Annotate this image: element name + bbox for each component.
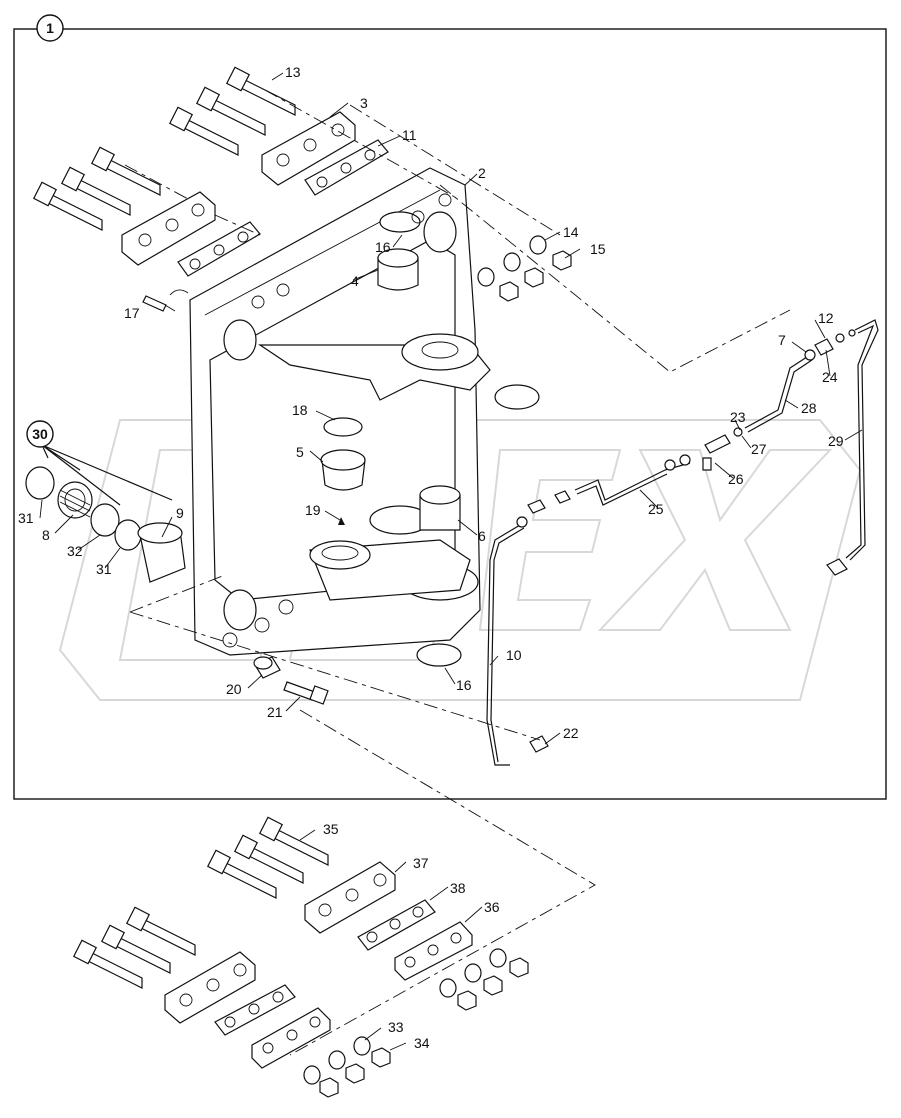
callout-31a: 31 [18,510,34,526]
callout-14: 14 [563,224,579,240]
callout-25: 25 [648,501,664,517]
callout-11: 11 [402,127,417,143]
callout-26: 26 [728,471,744,487]
shim-11 [304,139,389,196]
bolt-set-lower-left [72,906,196,989]
callout-19: 19 [305,502,321,518]
callout-leaders [39,72,863,1051]
bolt-set-13 [168,66,296,156]
group-badge-label: 30 [32,426,48,442]
callout-4: 4 [351,273,359,289]
plate-left [121,191,216,266]
bolt-set-left [32,146,161,231]
callout-8: 8 [42,527,50,543]
callout-7: 7 [778,332,786,348]
callout-32: 32 [67,543,83,559]
assembly-badge [36,14,64,42]
hydraulic-line-10 [486,524,525,766]
plate-36 [394,921,473,981]
callout-16a: 16 [375,239,391,255]
group-badge-30 [26,420,54,448]
callout-12: 12 [818,310,834,326]
assembly-badge-label: 1 [46,20,54,36]
callout-22: 22 [563,725,579,741]
seal-16-bottom [416,643,462,667]
callout-6: 6 [478,528,486,544]
plate-37 [304,861,396,934]
shim-38 [357,899,436,951]
plate-lower-left [164,951,256,1024]
callout-33: 33 [388,1019,404,1035]
callout-13: 13 [285,64,301,80]
seal-16-top [494,384,540,410]
callout-15: 15 [590,241,606,257]
callout-labels: 2 3 4 5 6 7 8 9 10 11 12 13 14 15 16 16 … [18,64,844,1051]
washers-nuts-14-15 [477,235,572,302]
bushing-20 [253,656,281,679]
plate-3 [261,111,356,186]
callout-10: 10 [506,647,522,663]
grease-nipple-19 [338,517,345,525]
bolt-set-35 [206,816,329,899]
callout-5: 5 [296,444,304,460]
pin-17 [142,289,189,312]
callout-3: 3 [360,95,368,111]
callout-28: 28 [801,400,817,416]
washers-nuts-33-34 [303,948,529,1098]
callout-37: 37 [413,855,429,871]
leader-dash-left [124,164,261,236]
bushing-5 [320,449,366,491]
callout-36: 36 [484,899,500,915]
shim-left [177,221,261,277]
callout-23: 23 [730,409,746,425]
callout-34: 34 [414,1035,430,1051]
callout-17: 17 [124,305,140,321]
callout-16b: 16 [456,677,472,693]
bolt-21 [283,681,329,705]
seal-kit-30 [25,444,186,583]
callout-35: 35 [323,821,339,837]
callout-24: 24 [822,369,838,385]
shim-lower-left [214,984,296,1036]
bushing-4 [377,248,419,291]
callout-9: 9 [176,505,184,521]
leader-dash-bottom [129,574,596,1056]
callout-21: 21 [267,704,283,720]
callout-38: 38 [450,880,466,896]
callout-31b: 31 [96,561,112,577]
callout-18: 18 [292,402,308,418]
callout-27: 27 [751,441,767,457]
leader-dash-top [264,89,791,373]
callout-20: 20 [226,681,242,697]
seal-18 [323,417,363,437]
hydraulic-line-29 [845,319,879,561]
hydraulic-line-28 [744,354,813,433]
plate-lower-bottom [251,1007,331,1069]
callout-2: 2 [478,165,486,181]
callout-29: 29 [828,433,844,449]
fittings [516,329,856,753]
